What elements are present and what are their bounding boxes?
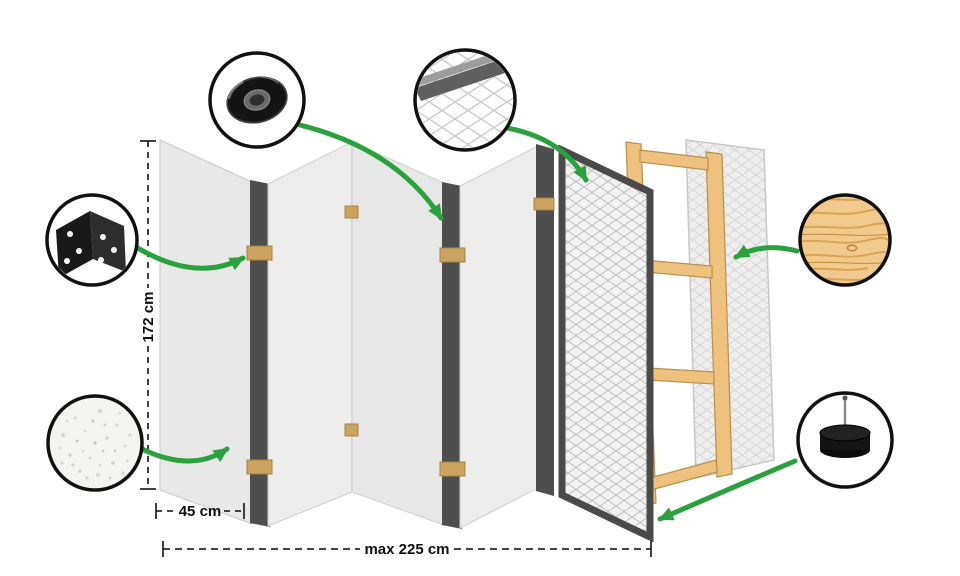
pointer-arrows: [133, 121, 800, 522]
hinge-plate: [533, 197, 555, 211]
dimension-total-width: [162, 541, 652, 557]
hinge-plate: [246, 459, 273, 475]
dimension-panel-width: [155, 503, 245, 519]
callout-wood: [798, 193, 892, 287]
metal-hinge-icon: [56, 211, 126, 278]
arrow-foot-to-panel: [657, 458, 798, 522]
callout-tape: [208, 51, 306, 149]
fleece-texture-icon: [58, 409, 132, 480]
room-divider-panels: [159, 139, 555, 529]
dimension-height-label: 172 cm: [140, 292, 157, 343]
hinge-plate: [439, 461, 466, 477]
patterned-panel: [558, 144, 654, 543]
ladder-right-stile: [705, 151, 733, 478]
print-pattern-icon: [417, 52, 513, 148]
dimension-total-width-label: max 225 cm: [364, 541, 449, 558]
callout-hinge: [45, 193, 139, 287]
arrow-fleece-to-panel: [139, 446, 230, 464]
hinge-plate: [344, 205, 359, 219]
arrow-hinge-to-panel: [133, 244, 246, 271]
hinge-plate: [344, 423, 359, 437]
panel-4: [459, 145, 539, 529]
panel-2: [267, 141, 353, 527]
hinge-plate: [439, 247, 466, 263]
hinge-plate: [246, 245, 273, 261]
dimension-height: [140, 140, 156, 490]
callout-foot: [796, 391, 894, 489]
ladder-top-rung: [639, 149, 709, 171]
panel-edge-strip-2: [442, 182, 462, 529]
callout-pattern: [413, 48, 517, 152]
arrow-tape-to-panel: [293, 121, 444, 221]
floor-foot-icon: [819, 395, 871, 458]
panel-edge-strip-3: [536, 144, 554, 496]
arrow-pattern-to-panel: [504, 125, 589, 183]
brass-hinges: [246, 197, 555, 477]
tape-roll-icon: [226, 75, 288, 124]
callout-fleece: [46, 394, 144, 492]
dimension-panel-width-label: 45 cm: [179, 503, 222, 520]
panel-1: [159, 139, 253, 525]
arrow-wood-to-frame: [733, 244, 800, 260]
ladder-bottom-rung: [649, 459, 718, 491]
panel-edge-strip-1: [250, 180, 270, 527]
